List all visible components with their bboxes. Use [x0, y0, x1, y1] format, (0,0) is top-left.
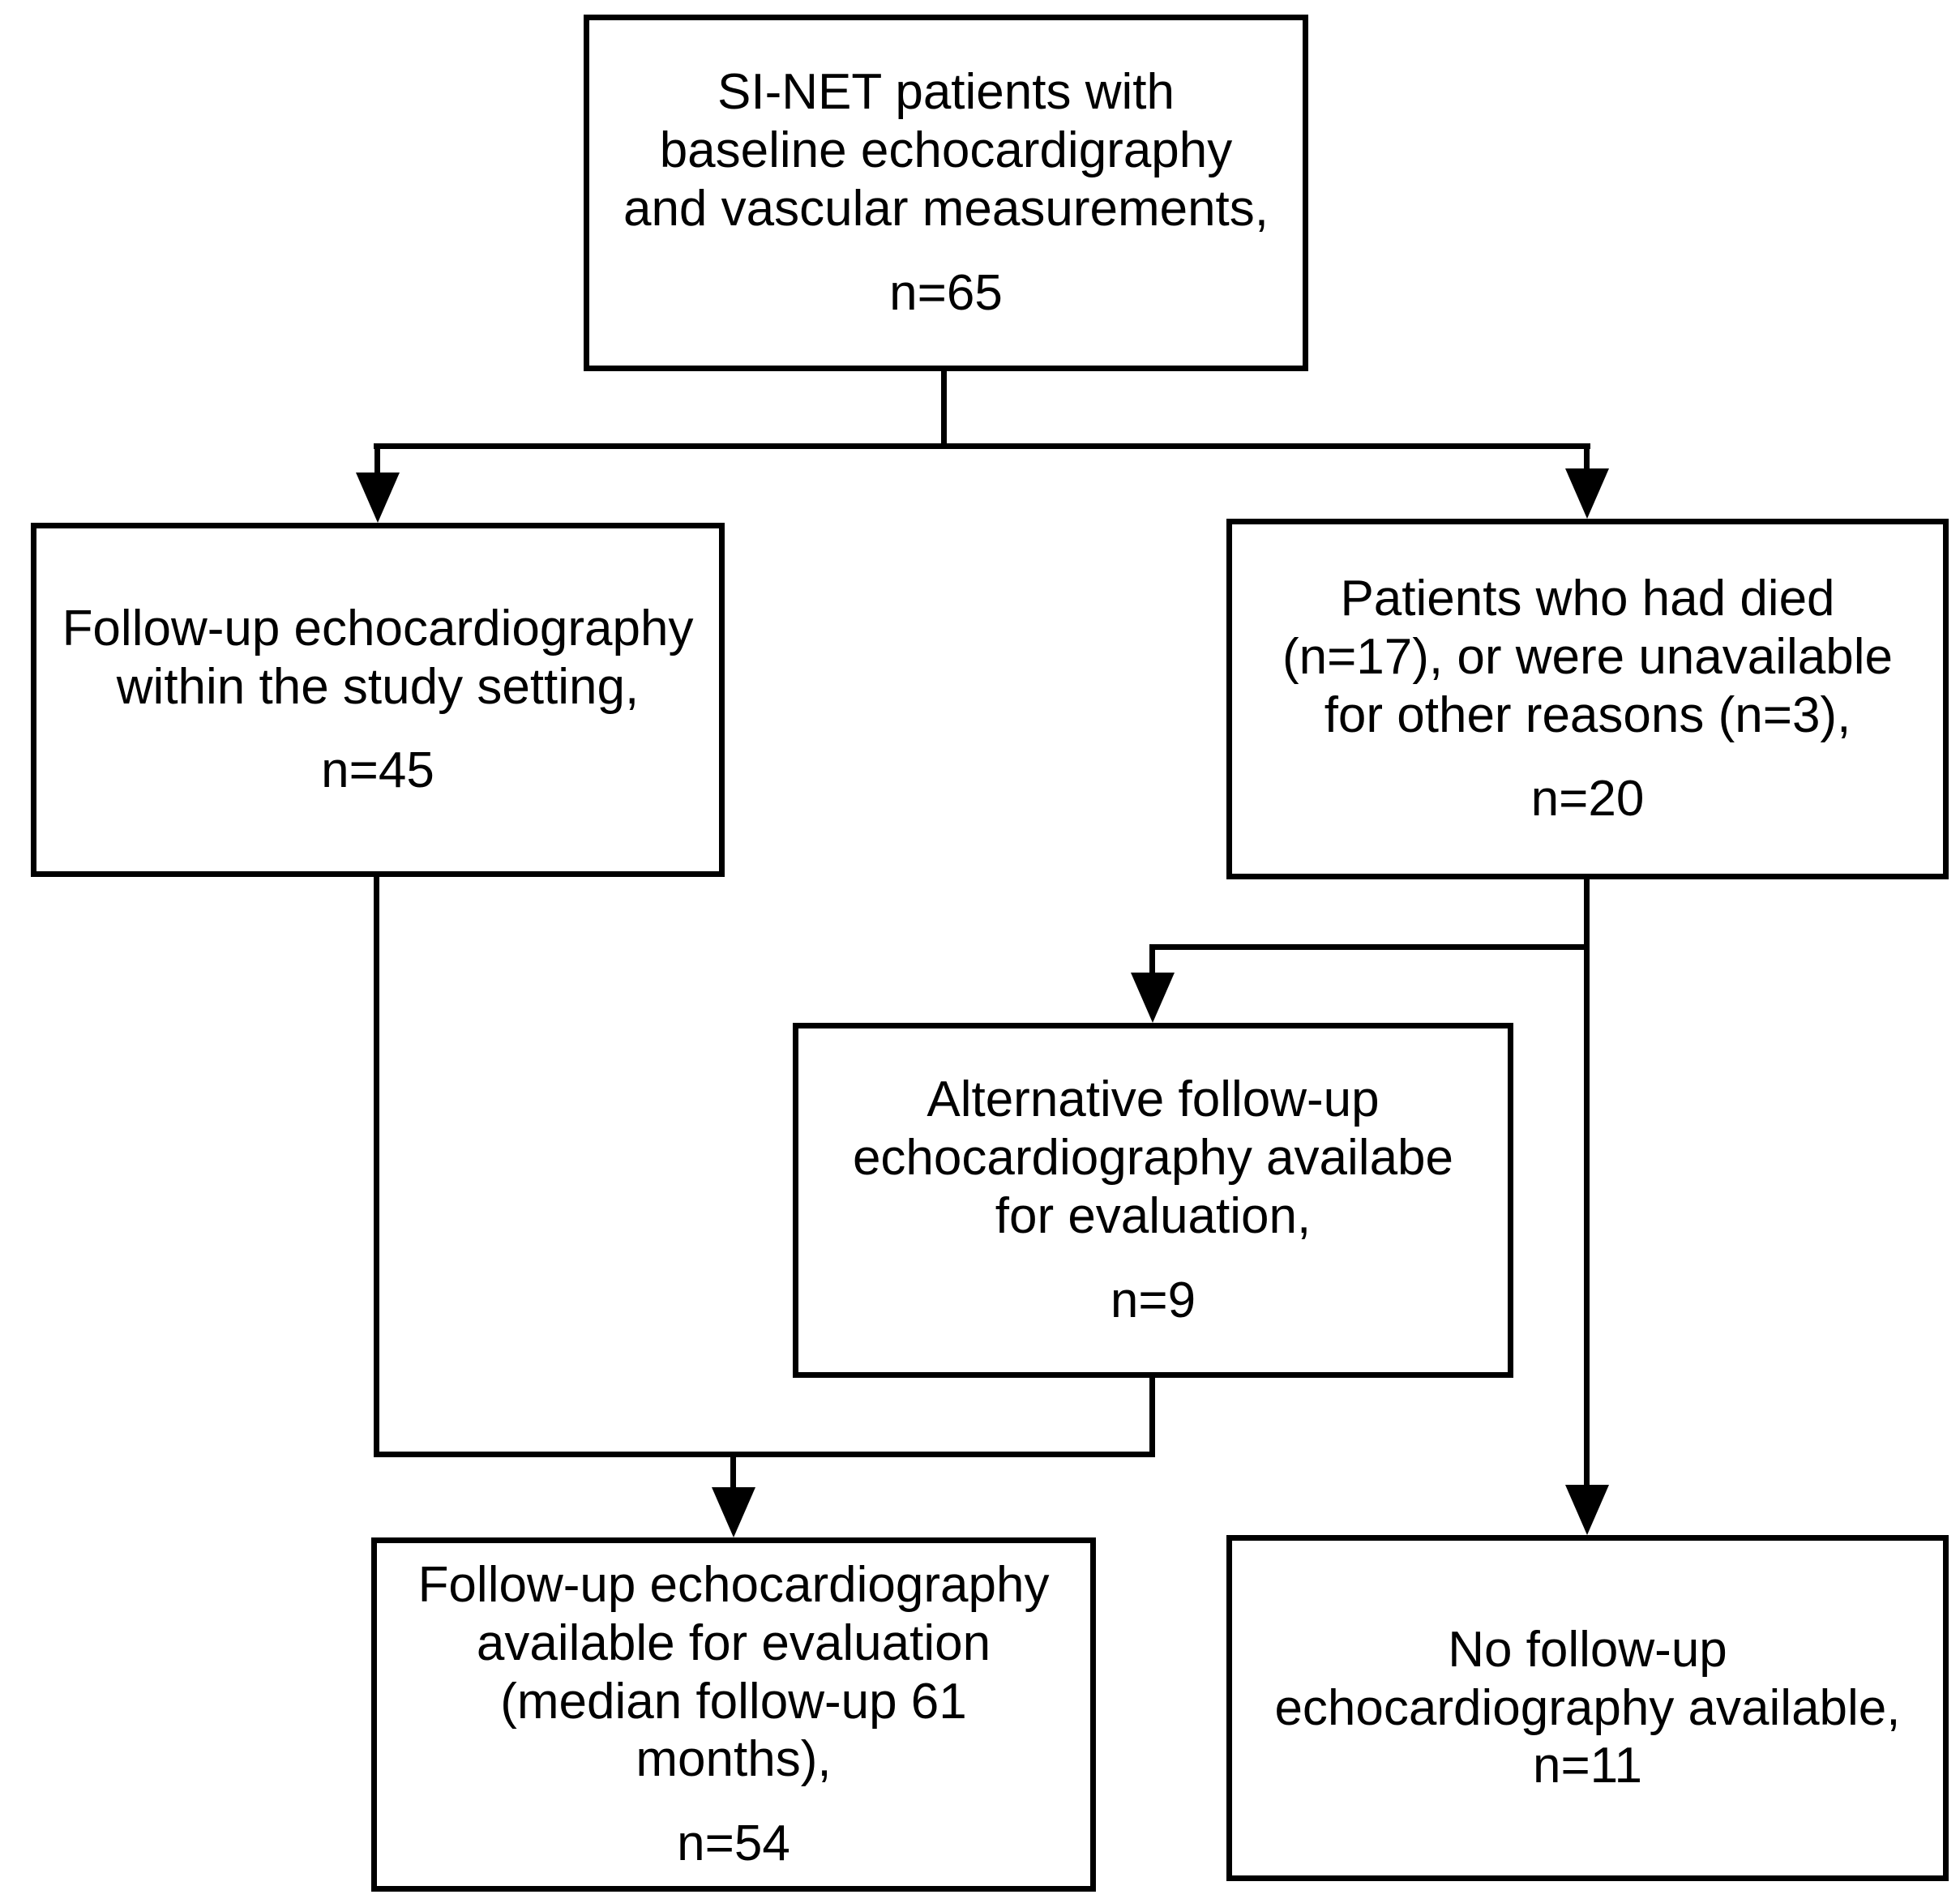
box-followup-available-count: n=54 — [677, 1815, 790, 1872]
box-followup-available-text: Follow-up echocardiography available for… — [417, 1556, 1050, 1788]
arrowhead-no-followup — [1565, 1485, 1609, 1535]
connector-alternative-down — [1149, 1378, 1155, 1457]
box-followup-available: Follow-up echocardiography available for… — [371, 1537, 1096, 1892]
arrowhead-alternative-followup — [1131, 973, 1175, 1023]
connector-branch-alternative — [1149, 944, 1587, 950]
box-died-unavailable-text: Patients who had died (n=17), or were un… — [1282, 570, 1894, 743]
arrowhead-died-unavailable — [1565, 468, 1609, 519]
box-died-unavailable: Patients who had died (n=17), or were un… — [1226, 519, 1949, 879]
box-no-followup: No follow-up echocardiography available,… — [1226, 1535, 1949, 1881]
box-followup-in-study-text: Follow-up echocardiography within the st… — [62, 600, 694, 715]
box-died-unavailable-count: n=20 — [1530, 771, 1645, 827]
box-followup-in-study-count: n=45 — [321, 742, 434, 799]
connector-died-to-no-followup — [1584, 879, 1590, 1512]
connector-to-followup-available — [730, 1452, 736, 1516]
connector-merge-bar — [374, 1452, 1155, 1457]
box-baseline-cohort-text: SI-NET patients with baseline echocardig… — [623, 64, 1269, 237]
box-no-followup-text: No follow-up echocardiography available, — [1274, 1621, 1901, 1736]
box-alternative-followup: Alternative follow-up echocardiography a… — [793, 1023, 1513, 1378]
connector-followup-in-study-down — [374, 877, 379, 1457]
box-alternative-followup-count: n=9 — [1110, 1272, 1196, 1328]
box-no-followup-count: n=11 — [1532, 1738, 1643, 1794]
arrowhead-followup-available — [712, 1487, 755, 1537]
arrowhead-followup-in-study — [356, 473, 400, 523]
box-baseline-cohort: SI-NET patients with baseline echocardig… — [584, 15, 1308, 371]
connector-split-bar — [374, 443, 1590, 449]
box-alternative-followup-text: Alternative follow-up echocardiography a… — [852, 1071, 1454, 1244]
connector-total-stem — [941, 369, 947, 449]
box-followup-in-study: Follow-up echocardiography within the st… — [31, 523, 725, 877]
box-baseline-cohort-count: n=65 — [889, 264, 1003, 321]
